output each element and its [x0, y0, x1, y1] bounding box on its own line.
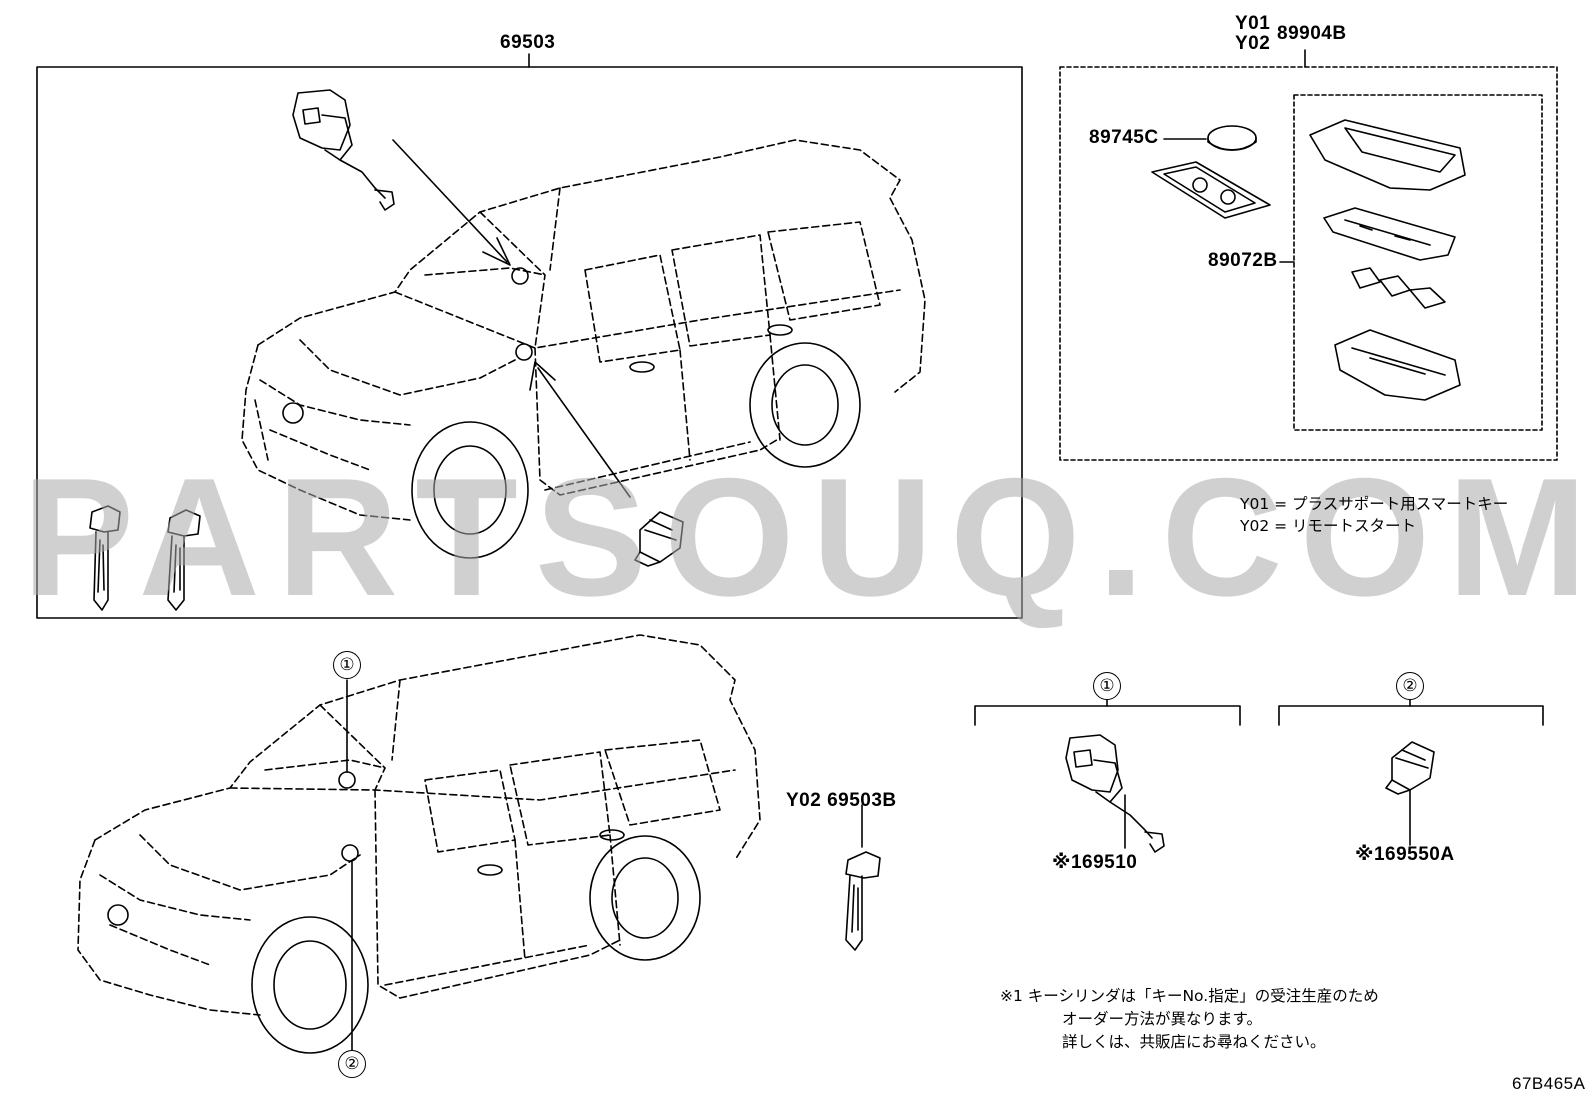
footnote-line-1: ※1 キーシリンダは「キーNo.指定」の受注生産のため — [1000, 987, 1379, 1005]
legend-y01: Y01 = プラスサポート用スマートキー — [1240, 495, 1509, 513]
cylinder-part-number: ※169510 — [1052, 852, 1138, 873]
legend-y02: Y02 = リモートスタート — [1240, 517, 1417, 535]
watermark: PARTSOUQ.COM — [22, 443, 1592, 631]
ignition-switch-icon-bottom — [1385, 741, 1435, 846]
locator-circle — [515, 343, 533, 361]
callout-2-vehicle: ② — [338, 1050, 366, 1078]
vehicle-illustration-bottom — [77, 634, 761, 1016]
locator-circle — [341, 844, 359, 862]
assembly-part-number: 69503 — [500, 32, 556, 53]
footnote-line-2: オーダー方法が異なります。 — [1062, 1010, 1262, 1028]
remote-frame — [1059, 66, 1558, 461]
diagram-code: 67B465A — [1512, 1074, 1586, 1093]
bracket-1 — [974, 705, 1241, 726]
ignition-switch-icon — [634, 511, 684, 567]
callout-2-bracket: ② — [1396, 672, 1424, 700]
callout-1-bracket: ① — [1093, 672, 1121, 700]
remote-shell-icon — [1309, 119, 1466, 401]
case-part-number: 89072B — [1208, 250, 1278, 271]
bracket-2 — [1278, 705, 1544, 726]
locator-circle — [511, 267, 529, 285]
footnote-line-3: 詳しくは、共販店にお尋ねください。 — [1062, 1033, 1326, 1051]
callout-1-vehicle: ① — [333, 651, 361, 679]
locator-circle — [338, 771, 356, 789]
y02-key-icon — [845, 804, 881, 951]
indicator-arrows — [392, 139, 631, 498]
mechanical-key-icon — [89, 505, 201, 611]
battery-part-number: 89745C — [1089, 127, 1159, 148]
wheels-top — [282, 324, 861, 559]
remote-gasket-icon — [1151, 161, 1271, 219]
remote-part-number: 89904B — [1277, 23, 1347, 44]
y02-key-part-number: Y02 69503B — [786, 790, 897, 811]
switch-part-number: ※169550A — [1355, 844, 1455, 865]
wheels-bottom — [107, 829, 701, 1054]
door-lock-cylinder-icon — [292, 89, 395, 211]
variant-code-y01: Y01 — [1235, 13, 1271, 34]
variant-code-y02: Y02 — [1235, 33, 1271, 54]
vehicle-illustration-top — [241, 139, 926, 521]
battery-icon — [1163, 125, 1257, 151]
door-lock-cylinder-icon-bottom — [1065, 734, 1165, 853]
